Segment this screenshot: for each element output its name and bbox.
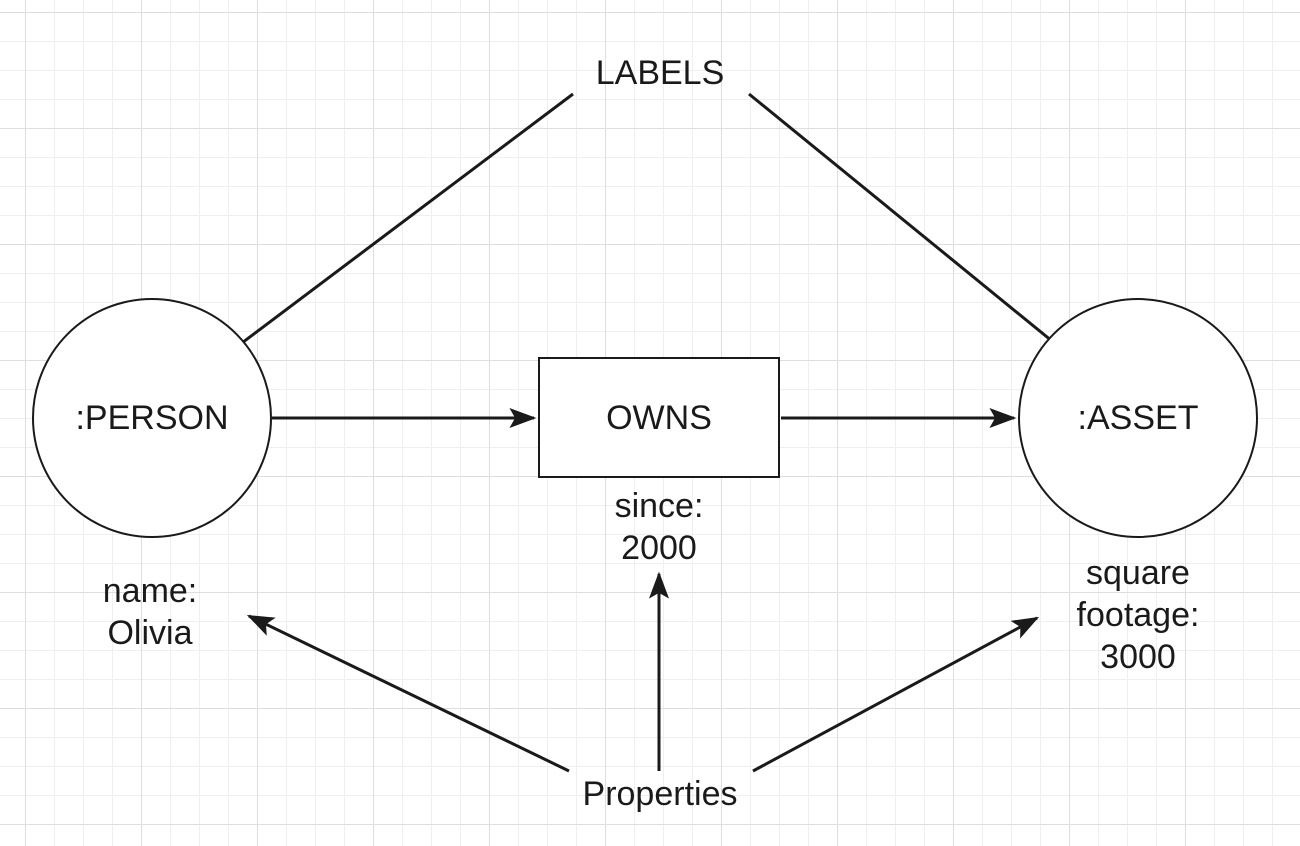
node-asset[interactable]: :ASSET	[1018, 298, 1258, 538]
node-owns[interactable]: OWNS	[538, 357, 780, 478]
properties-to-person-property-pointer	[246, 614, 570, 773]
asset-property-text: square footage: 3000	[1076, 554, 1200, 676]
owns-property-text: since: 2000	[614, 487, 704, 567]
properties-heading: Properties	[582, 775, 738, 813]
node-person-label: :PERSON	[75, 399, 229, 437]
person-property-text: name: Olivia	[102, 572, 198, 652]
labels-to-person-pointer	[188, 92, 574, 384]
node-owns-label: OWNS	[606, 398, 712, 437]
node-asset-label: :ASSET	[1077, 399, 1199, 437]
node-person[interactable]: :PERSON	[32, 298, 272, 538]
properties-to-asset-property-pointer	[752, 616, 1040, 773]
labels-heading: LABELS	[595, 54, 725, 92]
labels-to-asset-pointer	[748, 92, 1103, 383]
